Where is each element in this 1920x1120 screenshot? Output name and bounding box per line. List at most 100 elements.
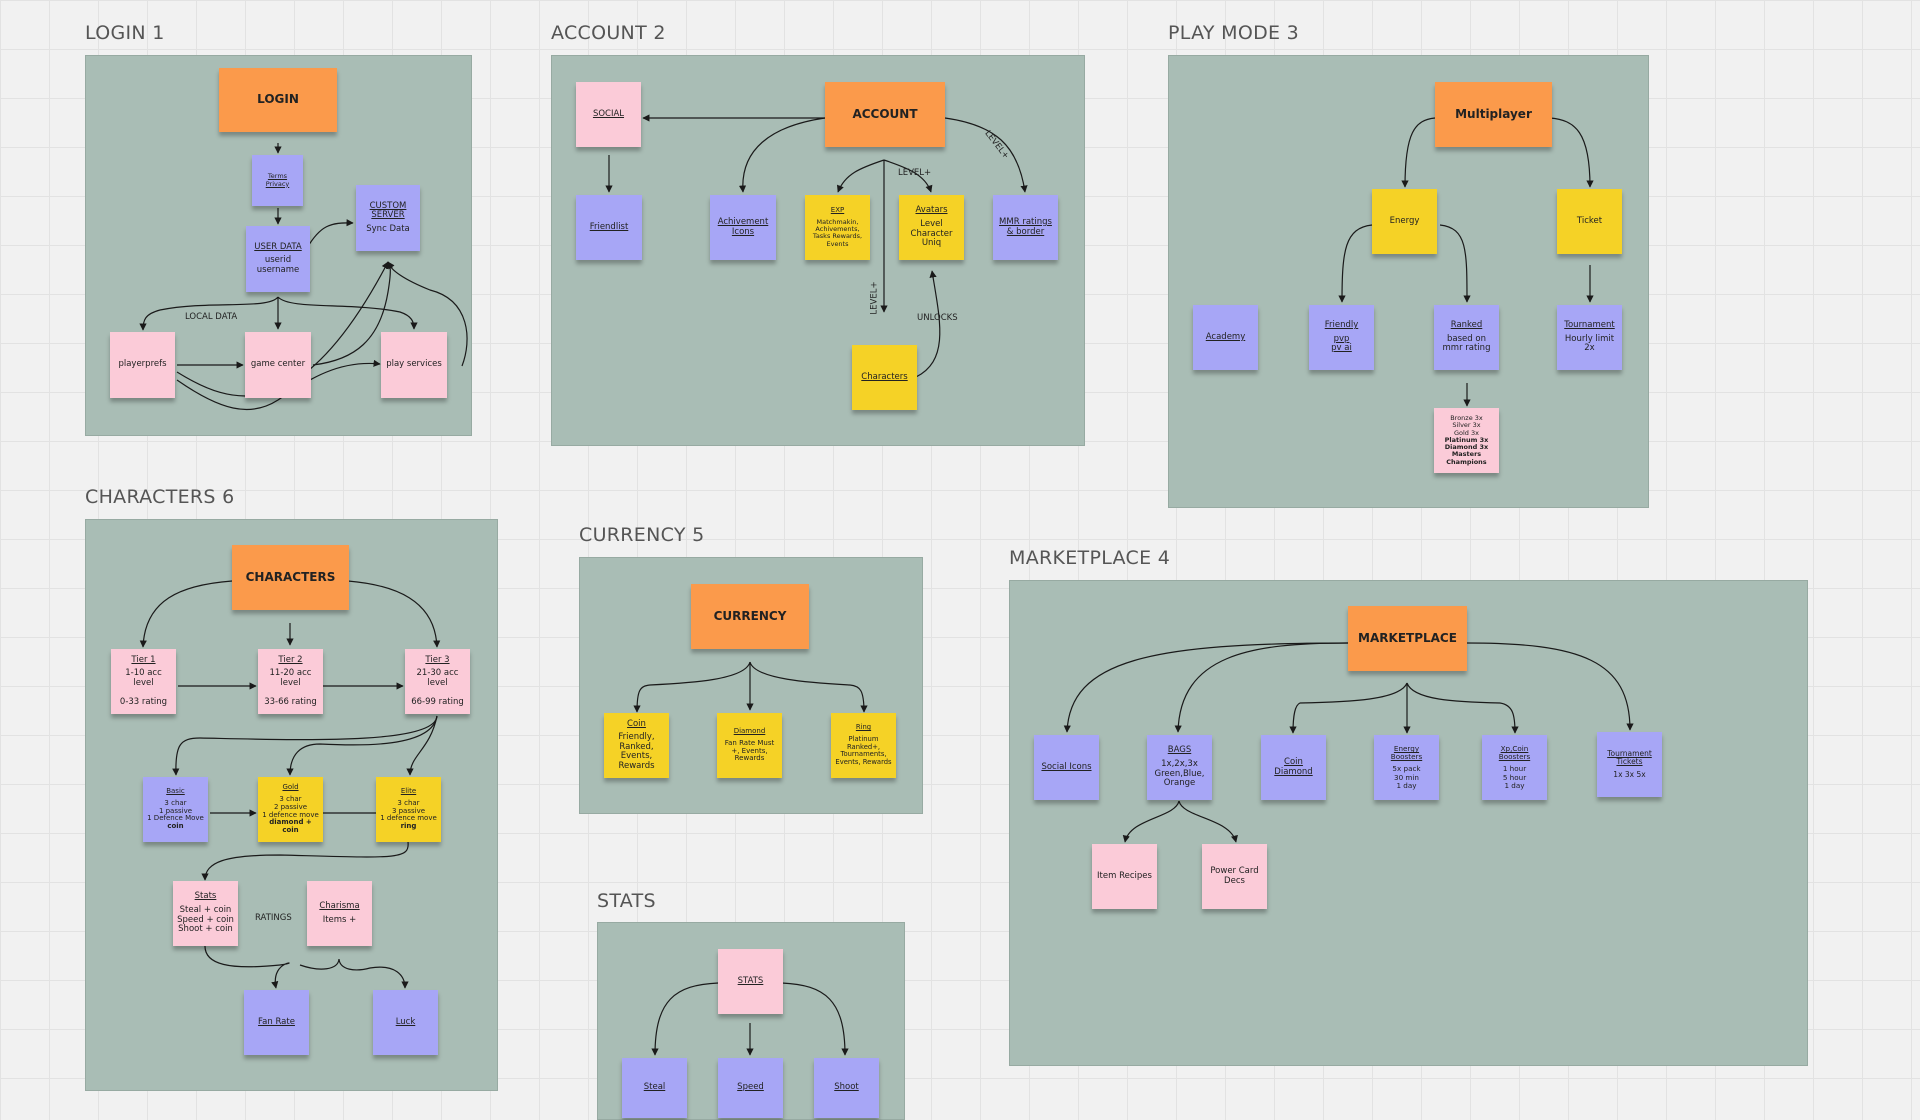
gold-cost: diamond + coin: [269, 818, 312, 835]
social-icons-note[interactable]: Social Icons: [1034, 735, 1099, 800]
charisma-body: Items +: [322, 914, 357, 925]
characters-note[interactable]: CHARACTERS: [232, 545, 349, 610]
energy-boosters-body: 5x pack 30 min 1 day: [1392, 764, 1421, 790]
avatars-body: Level Character Uniq: [910, 218, 953, 249]
tier-3-body: 21-30 acc level 66-99 rating: [411, 668, 464, 707]
friendly-body: pvp pv ai: [1331, 333, 1352, 354]
basic-cost: coin: [167, 822, 184, 831]
steal-note[interactable]: Steal: [622, 1058, 687, 1118]
shoot-note[interactable]: Shoot: [814, 1058, 879, 1118]
stats-char-title: Stats: [194, 891, 217, 902]
characters-unlock-title: Characters: [861, 371, 908, 382]
characters-unlock-note[interactable]: Characters: [852, 345, 917, 410]
bags-body: 1x,2x,3x Green,Blue, Orange: [1154, 758, 1205, 789]
basic-body: 3 char 1 passive 1 Defence Move: [147, 798, 204, 823]
account-note-title: ACCOUNT: [852, 106, 918, 121]
shoot-title: Shoot: [834, 1082, 859, 1093]
game-center-note[interactable]: game center: [245, 332, 311, 398]
basic-title: Basic: [166, 786, 185, 795]
account-note[interactable]: ACCOUNT: [825, 82, 945, 147]
achievement-icons-note[interactable]: Achivement Icons: [710, 195, 776, 260]
play-services-text: play services: [386, 359, 442, 370]
ticket-note[interactable]: Ticket: [1557, 189, 1622, 254]
social-note[interactable]: SOCIAL: [576, 82, 641, 147]
elite-title: Elite: [400, 786, 417, 795]
login-note[interactable]: LOGIN: [219, 68, 337, 132]
diamond-title: Diamond: [733, 726, 766, 735]
coin-diamond-note[interactable]: Coin Diamond: [1261, 735, 1326, 800]
frame-title-stats: STATS: [597, 890, 656, 912]
academy-note[interactable]: Academy: [1193, 305, 1258, 370]
gold-body: 3 char 2 passive 1 defence move: [262, 794, 319, 819]
luck-title: Luck: [395, 1016, 416, 1027]
ranked-title: Ranked: [1450, 320, 1483, 331]
mmr-ratings-note[interactable]: MMR ratings & border: [993, 195, 1058, 260]
item-recipes-note[interactable]: Item Recipes: [1092, 844, 1157, 909]
tier-3-title: Tier 3: [425, 654, 450, 665]
friendlist-note[interactable]: Friendlist: [576, 195, 642, 260]
stats-title: STATS: [737, 975, 764, 986]
playerprefs-note[interactable]: playerprefs: [110, 332, 175, 398]
frame-title-account: ACCOUNT 2: [551, 22, 666, 44]
terms-privacy-note[interactable]: Terms Privacy: [252, 155, 303, 206]
tournament-body: Hourly limit 2x: [1564, 333, 1615, 354]
gold-title: Gold: [282, 783, 299, 792]
tournament-tickets-title: Tournament Tickets: [1607, 748, 1652, 767]
tournament-title: Tournament: [1564, 320, 1615, 331]
fan-rate-note[interactable]: Fan Rate: [244, 990, 309, 1055]
power-card-decs-note[interactable]: Power Card Decs: [1202, 844, 1267, 909]
social-icons-title: Social Icons: [1041, 761, 1092, 772]
custom-server-title: CUSTOM SERVER: [369, 200, 407, 221]
exp-title: EXP: [830, 206, 845, 215]
label-level-up-avatars: LEVEL+: [898, 168, 932, 178]
coin-body: Friendly, Ranked, Events, Rewards: [618, 732, 655, 771]
achievement-icons-title: Achivement Icons: [717, 216, 769, 237]
login-note-title: LOGIN: [257, 92, 299, 107]
academy-title: Academy: [1205, 331, 1246, 342]
fan-rate-title: Fan Rate: [258, 1016, 295, 1027]
coin-title: Coin: [627, 718, 646, 729]
luck-note[interactable]: Luck: [373, 990, 438, 1055]
leagues-bold-text: Platinum 3x Diamond 3x Masters Champions: [1444, 435, 1489, 466]
play-services-note[interactable]: play services: [381, 332, 447, 398]
xp-coin-boosters-body: 1 hour 5 hour 1 day: [1502, 764, 1527, 790]
steal-title: Steal: [643, 1082, 666, 1093]
marketplace-title: MARKETPLACE: [1358, 630, 1457, 645]
energy-note[interactable]: Energy: [1372, 189, 1437, 254]
game-center-text: game center: [250, 359, 306, 370]
frame-play-mode[interactable]: [1168, 55, 1649, 508]
tier-3-note[interactable]: Tier 3 21-30 acc level 66-99 rating: [405, 649, 470, 714]
stats-note[interactable]: STATS: [718, 949, 783, 1014]
speed-note[interactable]: Speed: [718, 1058, 783, 1118]
frame-title-currency: CURRENCY 5: [579, 524, 705, 546]
marketplace-note[interactable]: MARKETPLACE: [1348, 606, 1467, 671]
ticket-text: Ticket: [1576, 215, 1603, 226]
charisma-title: Charisma: [319, 900, 360, 911]
currency-note[interactable]: CURRENCY: [691, 584, 809, 649]
item-recipes-text: Item Recipes: [1097, 870, 1152, 881]
multiplayer-note[interactable]: Multiplayer: [1435, 82, 1552, 147]
stats-char-body: Steal + coin Speed + coin Shoot + coin: [177, 904, 234, 935]
